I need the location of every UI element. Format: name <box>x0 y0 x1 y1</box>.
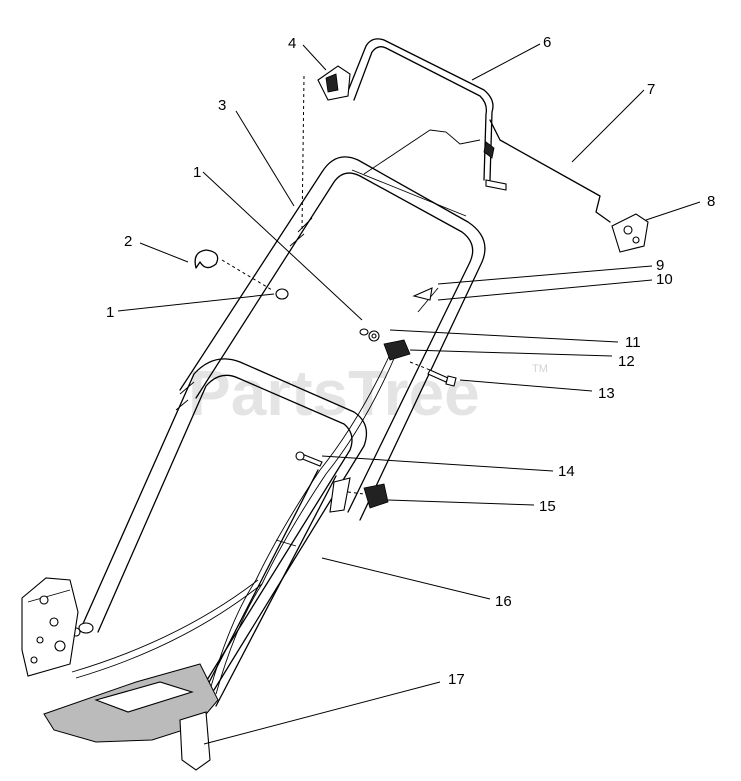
callout-1-lower: 1 <box>106 304 114 321</box>
watermark-trademark: TM <box>532 363 548 375</box>
bolt-13 <box>409 361 457 387</box>
callout-10: 10 <box>656 271 673 288</box>
callout-labels: 1 1 2 3 4 6 7 8 9 10 11 12 13 14 15 16 1… <box>106 34 715 688</box>
callout-12: 12 <box>618 353 635 370</box>
upper-handle <box>179 156 486 521</box>
callout-3: 3 <box>218 97 226 114</box>
part-8-bracket <box>611 213 649 253</box>
side-bracket <box>21 577 79 677</box>
screw-14 <box>295 451 323 467</box>
bail-handle <box>345 38 611 223</box>
fastener-left <box>275 288 289 300</box>
knob-15 <box>347 483 389 509</box>
part-2-clip <box>194 249 273 291</box>
callout-13: 13 <box>598 385 615 402</box>
callout-4: 4 <box>288 35 296 52</box>
callout-17: 17 <box>448 671 465 688</box>
callout-2: 2 <box>124 233 132 250</box>
deck-part-17 <box>43 663 219 771</box>
callout-1-upper: 1 <box>193 164 201 181</box>
callout-6: 6 <box>543 34 551 51</box>
callout-7: 7 <box>647 81 655 98</box>
control-assembly <box>359 287 439 361</box>
callout-15: 15 <box>539 498 556 515</box>
callout-9: 9 <box>656 257 664 274</box>
part-4-bracket <box>301 65 351 231</box>
callout-14: 14 <box>558 463 575 480</box>
control-cable <box>71 349 397 695</box>
lower-tube <box>199 469 351 707</box>
callout-11: 11 <box>625 334 641 351</box>
callout-8: 8 <box>707 193 715 210</box>
leader-lines <box>117 43 701 745</box>
watermark: PartsTree <box>188 357 480 429</box>
callout-16: 16 <box>495 593 512 610</box>
